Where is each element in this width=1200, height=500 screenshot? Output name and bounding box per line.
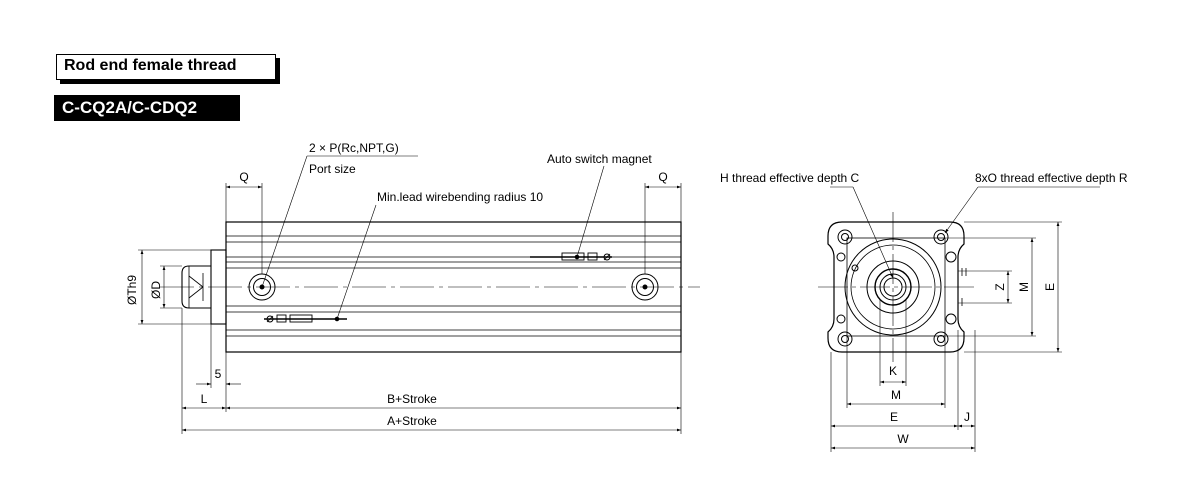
dim-q-right: Q [658, 170, 667, 184]
port-size-label: Port size [309, 162, 356, 176]
end-view [818, 186, 1100, 452]
wire-bending-label: Min.lead wirebending radius 10 [377, 190, 543, 204]
mounting-holes [836, 229, 957, 347]
auto-switch-label: Auto switch magnet [547, 152, 652, 166]
dim-m-vertical: M [1017, 282, 1031, 292]
dim-5: 5 [215, 367, 222, 381]
section-title: Rod end female thread [64, 57, 237, 74]
end-flange [827, 221, 965, 353]
dim-d: ØD [149, 281, 163, 299]
side-view [138, 155, 700, 434]
dim-w: W [897, 432, 909, 446]
rod-circle [874, 268, 912, 306]
dim-m-horizontal: M [891, 388, 901, 402]
h-thread-label: H thread effective depth C [720, 171, 860, 185]
dim-th9: ØTh9 [125, 275, 139, 305]
piston-rod [181, 265, 211, 309]
port-callout: 2 × P(Rc,NPT,G) [309, 141, 399, 155]
rod-boss [210, 249, 227, 325]
bore-outer [844, 238, 942, 336]
dim-b: B+Stroke [387, 392, 437, 406]
dim-q-left: Q [239, 170, 248, 184]
o-thread-label: 8xO thread effective depth R [975, 171, 1128, 185]
model-label: C-CQ2A/C-CDQ2 [62, 98, 198, 117]
dim-l: L [201, 392, 208, 406]
dim-e-horizontal: E [890, 410, 898, 424]
model-label-box: C-CQ2A/C-CDQ2 [54, 95, 240, 121]
dim-e-vertical: E [1043, 283, 1057, 291]
dim-z: Z [993, 283, 1007, 290]
auto-switch-lower [264, 314, 347, 323]
dim-j: J [964, 410, 970, 424]
auto-switch-upper [530, 252, 612, 261]
section-title-box: Rod end female thread [56, 54, 276, 80]
dim-k: K [889, 364, 897, 378]
dim-a: A+Stroke [387, 414, 437, 428]
